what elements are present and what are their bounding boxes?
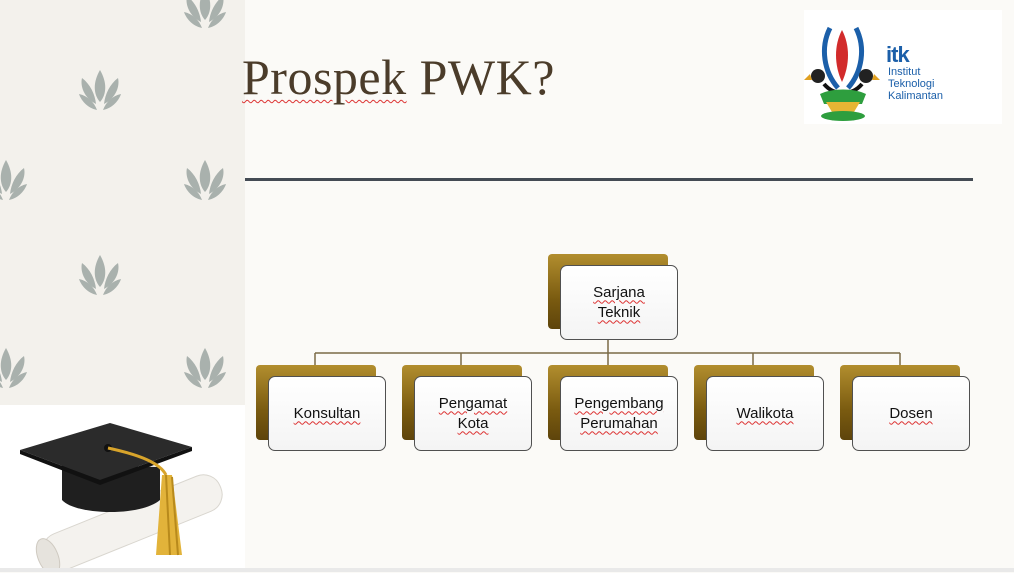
itk-name-line-2: Teknologi bbox=[888, 78, 935, 90]
org-node-label: Sarjana Teknik bbox=[593, 283, 645, 321]
graduation-cap-image bbox=[0, 405, 245, 573]
title-word-prospek: Prospek bbox=[242, 49, 407, 105]
title-divider bbox=[245, 178, 973, 181]
itk-logo: itk Institut Teknologi Kalimantan bbox=[804, 10, 1002, 124]
org-node-label: Pengamat Kota bbox=[438, 394, 508, 432]
org-node-box: Dosen bbox=[852, 376, 970, 451]
graduation-cap-diploma-icon bbox=[20, 423, 223, 573]
leaf-sprig-icon bbox=[0, 0, 226, 388]
slide-title: Prospek PWK? bbox=[242, 48, 555, 106]
itk-name: Institut Teknologi Kalimantan bbox=[888, 66, 943, 102]
org-node-label: Pengembang Perumahan bbox=[574, 394, 664, 432]
decorative-leaf-panel bbox=[0, 0, 245, 405]
org-node-label: Dosen bbox=[889, 404, 933, 422]
itk-wordmark: itk bbox=[886, 42, 910, 67]
itk-name-line-1: Institut bbox=[888, 66, 921, 78]
slide-bottom-edge bbox=[0, 568, 1014, 572]
org-node-box: Walikota bbox=[706, 376, 824, 451]
org-node-label: Konsultan bbox=[293, 404, 361, 422]
title-rest: PWK? bbox=[419, 49, 555, 105]
org-node-box: Sarjana Teknik bbox=[560, 265, 678, 340]
org-node-box: Pengembang Perumahan bbox=[560, 376, 678, 451]
org-node-label: Walikota bbox=[736, 404, 794, 422]
org-node-box: Pengamat Kota bbox=[414, 376, 532, 451]
itk-name-line-3: Kalimantan bbox=[888, 90, 944, 102]
org-node-box: Konsultan bbox=[268, 376, 386, 451]
itk-emblem-icon bbox=[804, 26, 880, 121]
